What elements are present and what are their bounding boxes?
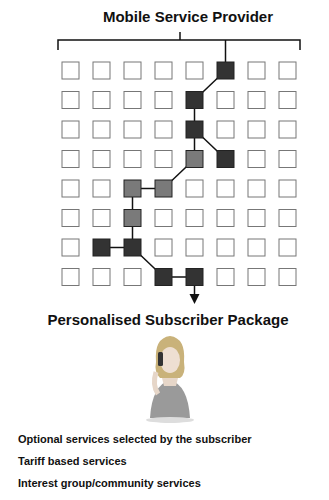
- grid-cell: [62, 239, 79, 256]
- grid-cell: [93, 210, 110, 227]
- grid-cell: [217, 239, 234, 256]
- grid-cell: [155, 210, 172, 227]
- grid-cell: [248, 180, 265, 197]
- selected-cell: [186, 121, 203, 138]
- selected-cell: [186, 92, 203, 109]
- grid-cell: [155, 92, 172, 109]
- grid-cell: [93, 92, 110, 109]
- service-note: Interest group/community services: [18, 477, 201, 489]
- person-arm: [154, 372, 158, 394]
- grid-cell: [155, 239, 172, 256]
- bracket-line: [58, 40, 300, 50]
- package-heading: Personalised Subscriber Package: [48, 311, 289, 328]
- grid-cell: [155, 62, 172, 79]
- path-link: [225, 40, 227, 62]
- title: Mobile Service Provider: [103, 8, 273, 25]
- selected-cell: [124, 180, 141, 197]
- grid-cell: [62, 92, 79, 109]
- phone: [158, 352, 163, 366]
- grid-cell: [279, 210, 296, 227]
- grid-cell: [217, 210, 234, 227]
- grid-cell: [93, 121, 110, 138]
- grid-cell: [217, 121, 234, 138]
- grid-cell: [248, 151, 265, 168]
- grid-cell: [279, 269, 296, 286]
- grid-cell: [93, 269, 110, 286]
- grid-cell: [62, 62, 79, 79]
- bracket-tick: [179, 32, 181, 40]
- service-note: Optional services selected by the subscr…: [18, 433, 252, 445]
- grid-cell: [186, 180, 203, 197]
- grid-cell: [93, 151, 110, 168]
- grid-cell: [279, 121, 296, 138]
- grid-cell: [124, 151, 141, 168]
- grid-cell: [62, 269, 79, 286]
- grid-cell: [248, 121, 265, 138]
- person-hair: [156, 336, 185, 378]
- selected-cell: [93, 239, 110, 256]
- selected-cell: [124, 239, 141, 256]
- grid-cell: [124, 269, 141, 286]
- grid-cell: [124, 62, 141, 79]
- grid-cell: [248, 269, 265, 286]
- selected-cell: [155, 180, 172, 197]
- grid-cell: [93, 62, 110, 79]
- grid-cell: [62, 180, 79, 197]
- grid-cell: [62, 151, 79, 168]
- arrow-head: [190, 294, 200, 304]
- grid-cell: [217, 269, 234, 286]
- grid-cell: [124, 121, 141, 138]
- person-figure: [146, 336, 194, 423]
- selected-cell: [217, 62, 234, 79]
- grid-cell: [279, 62, 296, 79]
- grid-cell: [279, 151, 296, 168]
- selected-cell: [217, 151, 234, 168]
- grid-cell: [248, 239, 265, 256]
- selected-cell: [155, 269, 172, 286]
- grid-cell: [248, 92, 265, 109]
- selected-cell: [124, 210, 141, 227]
- person-neck: [162, 378, 178, 386]
- path-links: [102, 40, 226, 304]
- grid-cell: [93, 180, 110, 197]
- person-shadow: [146, 417, 194, 423]
- service-note: Tariff based services: [18, 455, 127, 467]
- grid-cell: [217, 92, 234, 109]
- bracket: [58, 32, 300, 50]
- selected-cell: [186, 269, 203, 286]
- grid-cells: [62, 62, 296, 286]
- selected-cell: [186, 151, 203, 168]
- grid-cell: [186, 62, 203, 79]
- grid-cell: [248, 62, 265, 79]
- grid-cell: [279, 239, 296, 256]
- grid-cell: [279, 92, 296, 109]
- grid-cell: [124, 92, 141, 109]
- grid-cell: [279, 180, 296, 197]
- grid-cell: [62, 210, 79, 227]
- grid-cell: [155, 121, 172, 138]
- grid-cell: [62, 121, 79, 138]
- grid-cell: [217, 180, 234, 197]
- grid-cell: [186, 239, 203, 256]
- grid-cell: [155, 151, 172, 168]
- grid-cell: [186, 210, 203, 227]
- grid-cell: [248, 210, 265, 227]
